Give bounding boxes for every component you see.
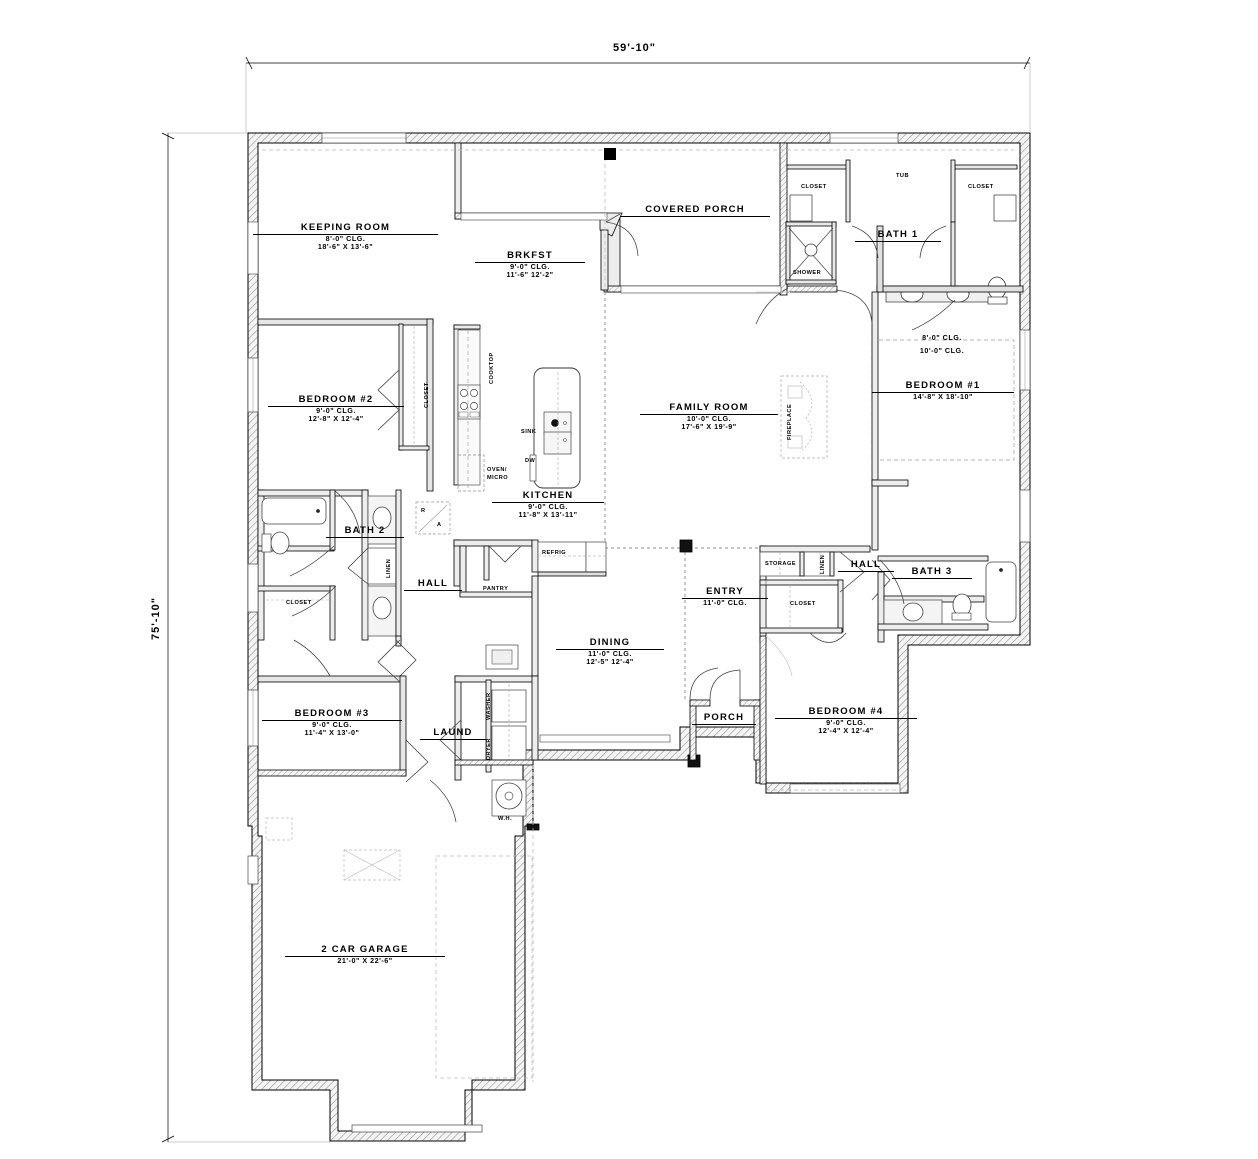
windows bbox=[247, 132, 1031, 885]
doors bbox=[289, 213, 956, 823]
structural-posts bbox=[604, 148, 616, 160]
dimension-lines bbox=[161, 56, 1031, 1143]
ceiling-and-slab-dashes bbox=[262, 149, 1014, 1082]
